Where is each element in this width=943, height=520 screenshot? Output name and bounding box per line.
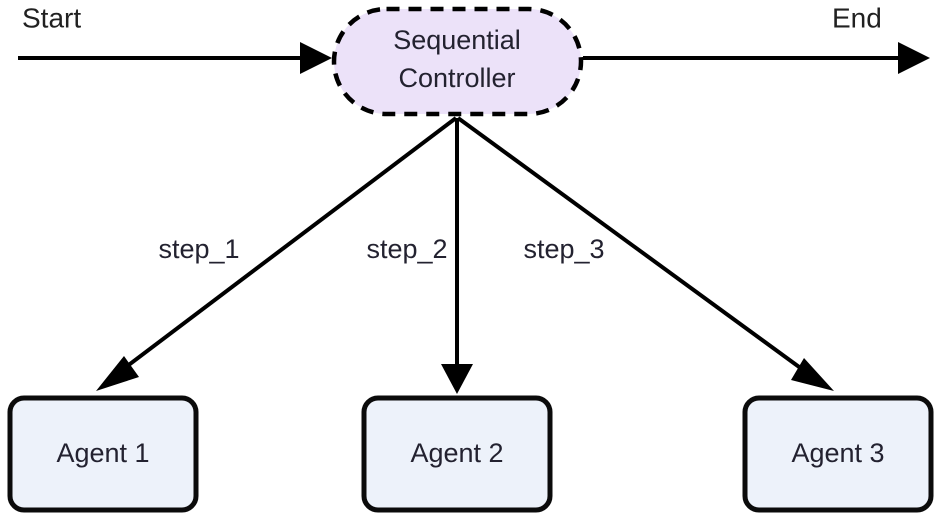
agent-3-node-shape[interactable] [742, 395, 934, 513]
end-edge-arrowhead [898, 42, 930, 74]
step-3-edge-line [456, 116, 808, 374]
edge-start-to-controller [18, 42, 332, 74]
node-agent-2[interactable]: Agent 2 [361, 395, 553, 513]
edge-label-step-1: step_1 [158, 234, 239, 264]
agent-1-label: Agent 1 [56, 438, 149, 468]
step-1-edge-line [120, 116, 458, 372]
step-1-edge-arrowhead [96, 356, 139, 391]
start-label: Start [22, 2, 81, 33]
node-sequential-controller[interactable]: Sequential Controller [331, 6, 584, 117]
step-2-edge-arrowhead [441, 364, 473, 394]
controller-node-shape[interactable] [331, 6, 584, 117]
edge-controller-to-end [583, 42, 930, 74]
controller-label-line-2: Controller [398, 63, 515, 93]
agent-2-label: Agent 2 [410, 438, 503, 468]
agent-2-node-shape[interactable] [361, 395, 553, 513]
edge-label-step-2: step_2 [366, 234, 447, 264]
controller-label-line-1: Sequential [393, 25, 521, 55]
step-3-edge-arrowhead [791, 358, 834, 391]
node-agent-1[interactable]: Agent 1 [7, 395, 199, 513]
end-label: End [832, 2, 882, 33]
agent-3-label: Agent 3 [791, 438, 884, 468]
edge-label-step-3: step_3 [523, 234, 604, 264]
node-agent-3[interactable]: Agent 3 [742, 395, 934, 513]
edge-controller-to-agent-3 [456, 116, 834, 391]
start-edge-arrowhead [300, 42, 332, 74]
edge-controller-to-agent-2 [441, 118, 473, 394]
edge-controller-to-agent-1 [96, 116, 458, 391]
agent-1-node-shape[interactable] [7, 395, 199, 513]
